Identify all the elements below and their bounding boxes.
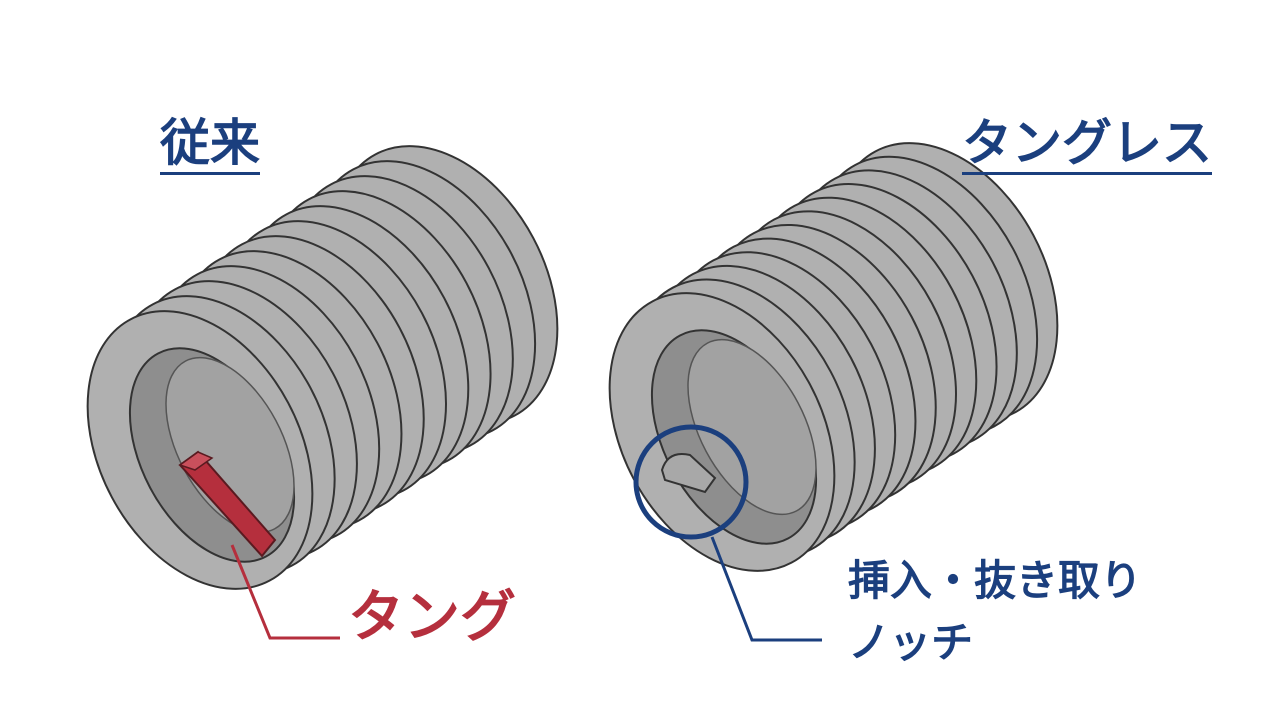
tang-label: タング [348, 585, 516, 650]
notch-label-line1: 挿入・抜き取り [848, 556, 1143, 605]
tang [178, 450, 277, 558]
coil-inner-thread [687, 338, 817, 516]
notch-label-line2: ノッチ [848, 618, 974, 667]
notch-leader-line [710, 536, 822, 642]
tang-leader-line [230, 544, 340, 640]
notch [660, 453, 717, 494]
conventional-title: 従来 [160, 118, 260, 175]
conventional-coil-insert [86, 145, 559, 590]
tangless-title: タングレス [962, 118, 1212, 175]
tangless-coil-insert [608, 142, 1059, 572]
notch-highlight-circle [633, 424, 749, 540]
